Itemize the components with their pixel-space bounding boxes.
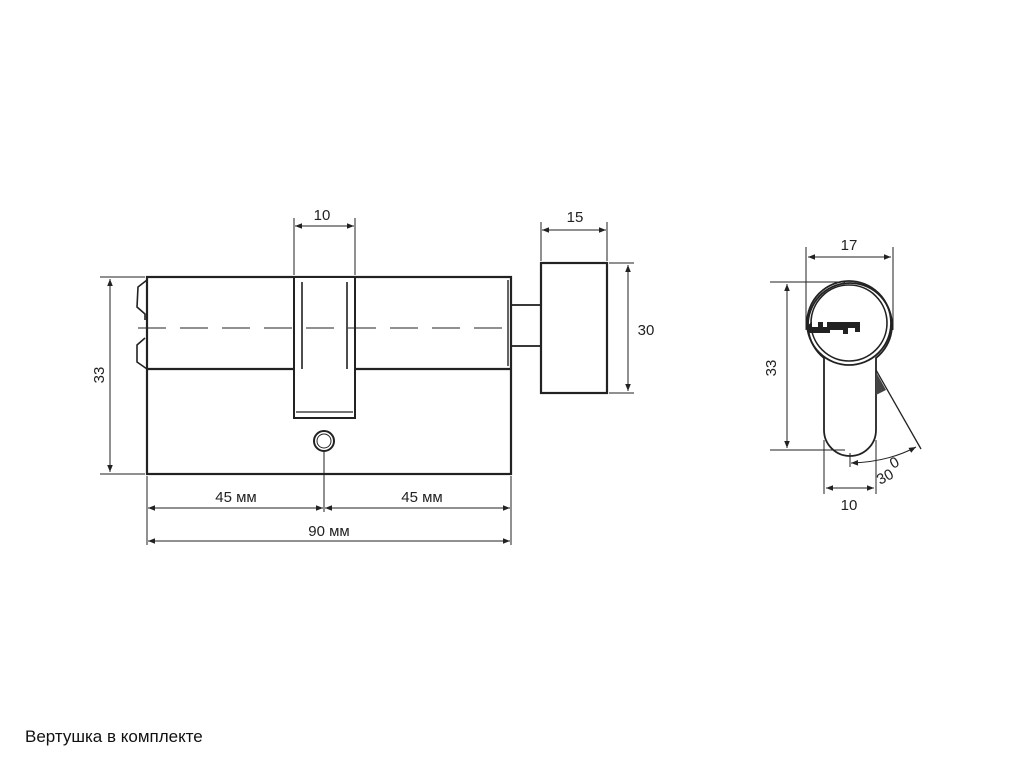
dim-leg-width: 10	[841, 497, 858, 514]
cylinder-side-view	[100, 218, 634, 545]
dim-cam-width: 10	[314, 207, 331, 224]
mounting-hole	[313, 430, 335, 452]
dim-right-half: 45 мм	[401, 489, 442, 506]
thumb-turn-shaft	[510, 304, 542, 347]
cylinder-front-view	[770, 247, 922, 494]
dim-front-width: 17	[841, 237, 858, 254]
key-profile-icon	[808, 322, 860, 334]
dim-front-height: 33	[763, 360, 780, 377]
dim-left-half: 45 мм	[215, 489, 256, 506]
dim-angle: 30	[874, 466, 897, 489]
dim-total-length: 90 мм	[308, 523, 349, 540]
dimension-lines	[100, 218, 634, 545]
cam-slot	[293, 276, 356, 419]
dim-knob-height: 30	[638, 322, 655, 339]
caption: Вертушка в комплекте	[25, 727, 203, 746]
dim-height-33: 33	[91, 367, 108, 384]
angle-wedge	[876, 372, 886, 395]
front-dimension-lines	[770, 247, 922, 494]
dim-knob-width: 15	[567, 209, 584, 226]
key-end-notches	[136, 279, 148, 370]
thumb-turn-knob	[539, 261, 609, 395]
profile-outline	[807, 282, 893, 457]
